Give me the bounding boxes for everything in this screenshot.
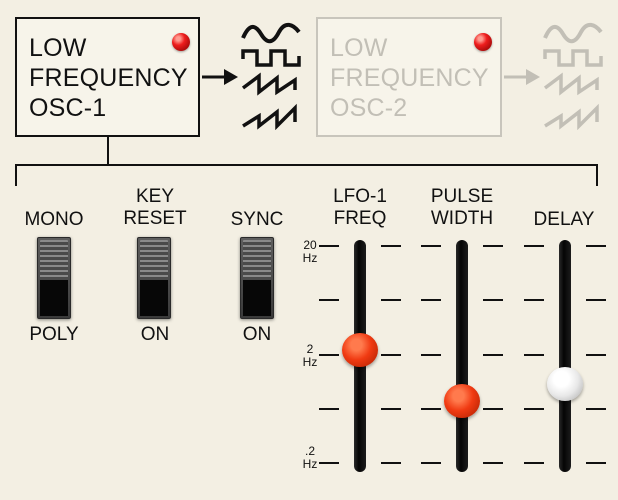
lfo1-title-line-3: OSC-1 — [29, 94, 107, 122]
lfo1-panel[interactable]: LOW FREQUENCY OSC-1 — [15, 17, 200, 137]
pulse-width-scale-tick — [483, 354, 503, 356]
pulse-width-scale-tick — [483, 299, 503, 301]
key-reset-on-label: ON — [140, 324, 170, 345]
freq-scale-0-2hz-unit: Hz — [302, 457, 318, 471]
sawtooth-wave-icon — [241, 72, 297, 96]
lfo1-freq-slider-knob[interactable] — [342, 332, 378, 367]
arrow-right-icon — [202, 69, 238, 85]
mono-label: MONO — [24, 209, 84, 230]
sync-on-label: ON — [242, 324, 272, 345]
switch-well — [243, 280, 271, 316]
delay-slider-knob[interactable] — [547, 366, 583, 401]
lfo1-freq-scale-tick — [381, 299, 401, 301]
connector-right-drop — [596, 164, 598, 186]
delay-label: DELAY — [533, 209, 595, 230]
lfo1-freq-scale-tick — [319, 245, 339, 247]
sync-label: SYNC — [230, 209, 284, 230]
pulse-width-scale-tick — [421, 462, 441, 464]
key-reset-switch[interactable] — [137, 237, 171, 319]
pulse-width-slider-knob[interactable] — [444, 383, 480, 418]
lfo1-freq-scale-tick — [381, 408, 401, 410]
square-wave-icon — [241, 49, 301, 67]
sawtooth-wave-icon — [543, 72, 599, 96]
pulse-width-scale-tick — [421, 245, 441, 247]
poly-label: POLY — [29, 324, 79, 345]
freq-scale-20hz-unit: Hz — [302, 251, 318, 265]
delay-scale-tick — [524, 299, 544, 301]
delay-scale-tick — [586, 245, 606, 247]
switch-ridges — [40, 240, 68, 278]
delay-scale-tick — [586, 408, 606, 410]
delay-scale-tick — [586, 299, 606, 301]
lfo1-title-line-1: LOW — [29, 34, 87, 62]
lfo2-title-line-2: FREQUENCY — [330, 64, 489, 92]
lfo1-freq-scale-tick — [319, 354, 339, 356]
sync-switch[interactable] — [240, 237, 274, 319]
freq-scale-0-2hz-value: .2 — [304, 444, 315, 458]
lfo1-freq-label: LFO-1 FREQ — [318, 186, 402, 230]
pulse-width-slider-track[interactable] — [456, 240, 468, 472]
pulse-width-scale-tick — [483, 245, 503, 247]
lfo2-panel[interactable]: LOW FREQUENCY OSC-2 — [316, 17, 502, 137]
lfo1-title-line-2: FREQUENCY — [29, 64, 188, 92]
lfo1-freq-scale-tick — [381, 462, 401, 464]
delay-scale-tick — [586, 354, 606, 356]
key-reset-label-line-2: RESET — [123, 208, 187, 229]
pulse-width-label-line-1: PULSE — [430, 186, 494, 207]
connector-left-drop — [15, 164, 17, 186]
pulse-width-scale-tick — [421, 408, 441, 410]
switch-well — [140, 280, 168, 316]
sine-wave-icon — [241, 22, 301, 44]
freq-scale-20hz: 20 Hz — [298, 239, 322, 265]
freq-scale-20hz-value: 20 — [303, 238, 317, 252]
mono-poly-switch[interactable] — [37, 237, 71, 319]
switch-well — [40, 280, 68, 316]
switch-ridges — [140, 240, 168, 278]
delay-scale-tick — [586, 462, 606, 464]
lfo1-freq-scale-tick — [381, 354, 401, 356]
pulse-width-label-line-2: WIDTH — [430, 208, 494, 229]
delay-scale-tick — [524, 408, 544, 410]
key-reset-label-line-1: KEY — [135, 186, 175, 207]
delay-scale-tick — [524, 462, 544, 464]
arrow-right-icon — [504, 69, 540, 85]
lfo2-led-indicator — [474, 33, 492, 51]
reverse-sawtooth-wave-icon — [544, 103, 599, 130]
lfo2-title: LOW FREQUENCY OSC-2 — [330, 33, 489, 123]
lfo1-freq-label-line-2: FREQ — [333, 208, 387, 229]
delay-scale-tick — [524, 245, 544, 247]
connector-stem — [107, 137, 109, 165]
square-wave-icon — [543, 49, 603, 67]
lfo2-waveform-icons — [543, 22, 603, 130]
reverse-sawtooth-wave-icon — [242, 103, 297, 130]
lfo1-freq-scale-tick — [381, 245, 401, 247]
delay-scale-tick — [524, 354, 544, 356]
key-reset-label: KEY RESET — [115, 186, 195, 230]
pulse-width-scale-tick — [483, 408, 503, 410]
freq-scale-2hz-unit: Hz — [302, 355, 318, 369]
switch-ridges — [243, 240, 271, 278]
lfo1-freq-scale-tick — [319, 462, 339, 464]
freq-scale-2hz: 2 Hz — [298, 343, 322, 369]
lfo1-title: LOW FREQUENCY OSC-1 — [29, 33, 188, 123]
freq-scale-2hz-value: 2 — [306, 342, 314, 356]
lfo1-led-indicator — [172, 33, 190, 51]
delay-slider-track[interactable] — [559, 240, 571, 472]
pulse-width-scale-tick — [421, 299, 441, 301]
freq-scale-0-2hz: .2 Hz — [298, 445, 322, 471]
pulse-width-scale-tick — [421, 354, 441, 356]
pulse-width-label: PULSE WIDTH — [420, 186, 504, 230]
lfo1-freq-scale-tick — [319, 299, 339, 301]
pulse-width-scale-tick — [483, 462, 503, 464]
lfo1-waveform-icons — [241, 22, 301, 130]
lfo2-title-line-3: OSC-2 — [330, 94, 408, 122]
sine-wave-icon — [543, 22, 603, 44]
lfo2-title-line-1: LOW — [330, 34, 388, 62]
connector-bar — [15, 164, 598, 166]
lfo1-freq-scale-tick — [319, 408, 339, 410]
lfo1-freq-label-line-1: LFO-1 — [333, 186, 387, 207]
